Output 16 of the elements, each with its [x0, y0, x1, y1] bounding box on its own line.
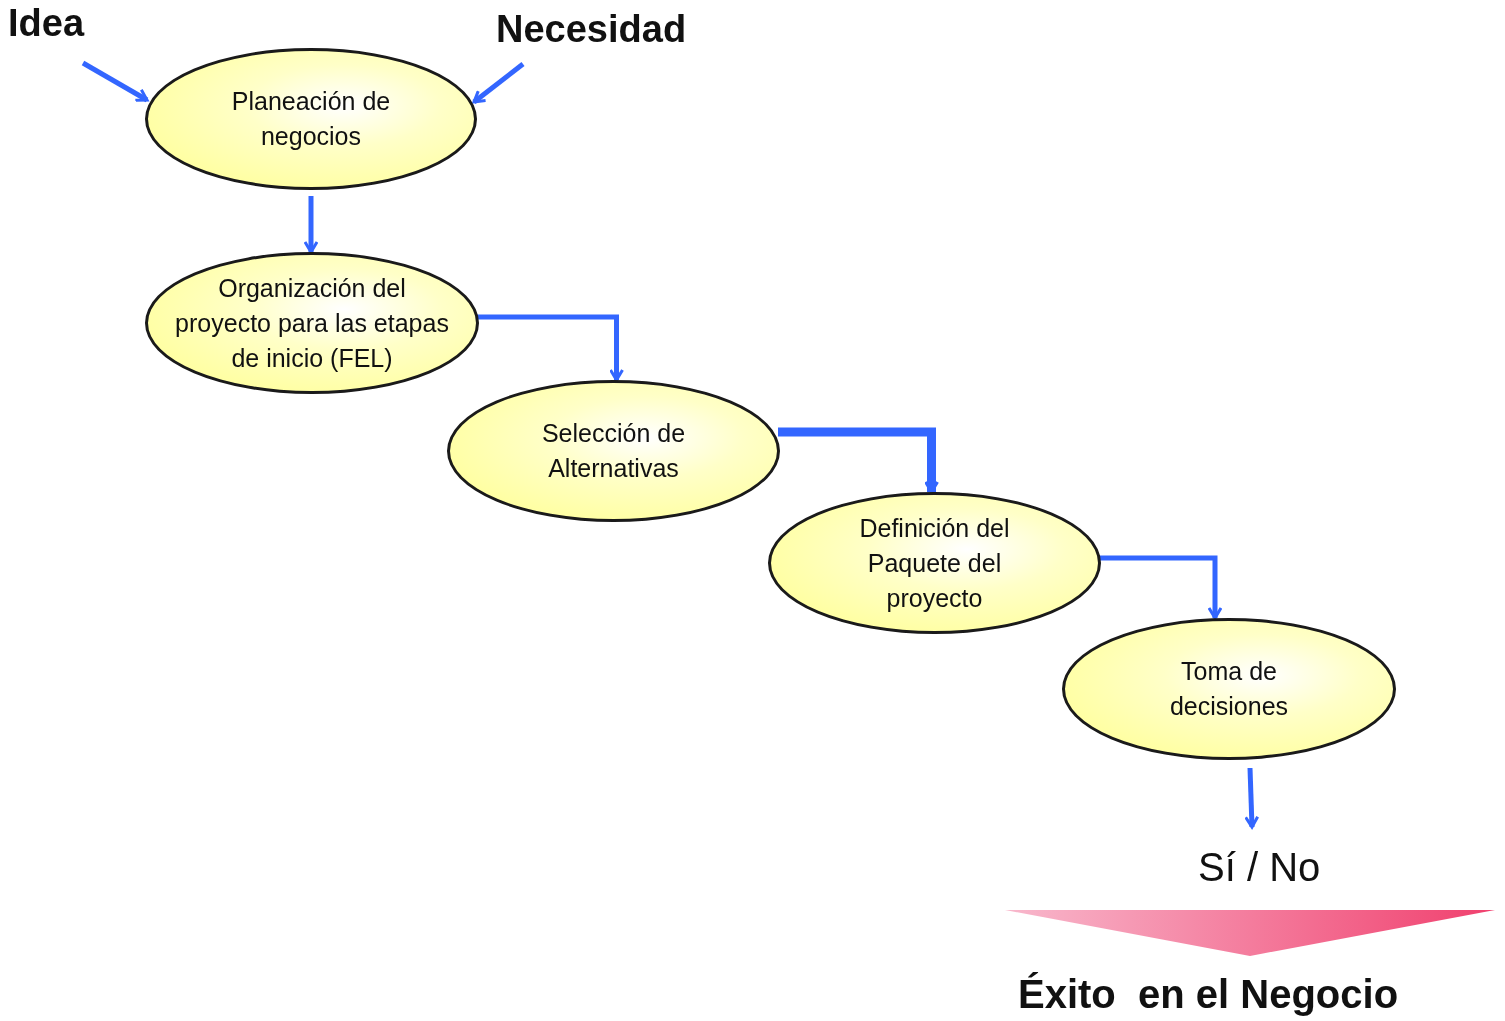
arrow — [778, 427, 939, 494]
node-label: Definición del Paquete del proyecto — [858, 512, 1011, 614]
outcome-label: Éxito en el Negocio — [1018, 972, 1399, 1016]
arrow — [1099, 555, 1223, 620]
node-label: Organización del proyecto para las etapas de inicio (FEL) — [174, 272, 450, 374]
node-label: Sí / No — [1198, 845, 1321, 889]
arrow — [303, 196, 319, 254]
arrow — [1244, 767, 1260, 829]
arrow — [81, 60, 149, 103]
node-label: Necesidad — [496, 8, 687, 50]
arrow — [472, 62, 525, 104]
node-label: Selección de Alternativas — [540, 418, 687, 484]
arrow — [476, 314, 624, 382]
node-label: Planeación de negocios — [230, 86, 392, 152]
node-label: Toma de decisiones — [1168, 656, 1290, 722]
node-label: Idea — [8, 2, 85, 44]
